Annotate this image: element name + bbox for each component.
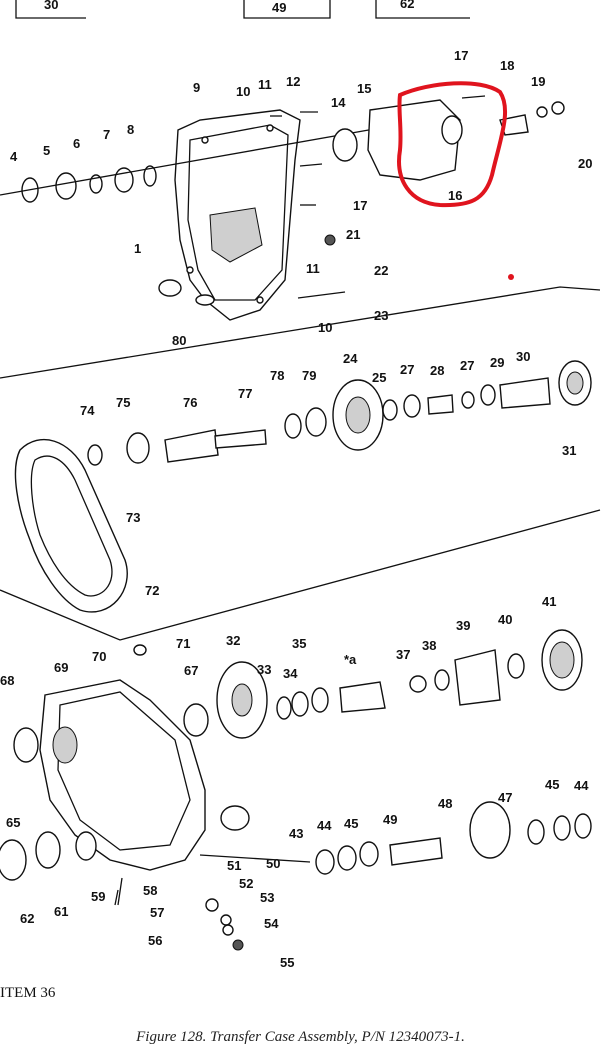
callout-54-65: 54 (264, 916, 279, 931)
header-box-3-text: 62 (400, 0, 414, 11)
callout-31-39: 31 (562, 443, 576, 458)
callout-4-11: 4 (10, 149, 18, 164)
callout-40-41: 40 (498, 612, 512, 627)
callout-50-67: 50 (266, 856, 280, 871)
header-box-1: 30 (15, 0, 86, 19)
callout-55-66: 55 (280, 955, 294, 970)
front-housing (174, 109, 301, 321)
callout-73-31: 73 (126, 510, 140, 525)
callout-43-68: 43 (289, 826, 303, 841)
callout-74-30: 74 (80, 403, 95, 418)
front-shaft-parts (0, 127, 381, 306)
rear-output-parts (270, 95, 565, 299)
callout-49-71: 49 (383, 812, 397, 827)
callout-57-60: 57 (150, 905, 164, 920)
callout-17-16: 17 (353, 198, 367, 213)
callout-28-35: 28 (430, 363, 444, 378)
callout-44-69: 44 (317, 818, 332, 833)
callout-51-62: 51 (227, 858, 241, 873)
callout-80-23: 80 (172, 333, 186, 348)
callout-35-46: 35 (292, 636, 306, 651)
callout-16-4: 16 (448, 188, 462, 203)
callout-69-53: 69 (54, 660, 68, 675)
red-dot (508, 274, 514, 280)
callout-75-29: 75 (116, 395, 130, 410)
callout-52-63: 52 (239, 876, 253, 891)
callout-7-14: 7 (103, 127, 110, 142)
callout-38-43: 38 (422, 638, 436, 653)
callout-58-59: 58 (143, 883, 157, 898)
header-box-2: 49 (243, 0, 331, 19)
header-box-2-text: 49 (272, 0, 286, 15)
callout-56-61: 56 (148, 933, 162, 948)
callout-48-72: 48 (438, 796, 452, 811)
callout-1-19: 1 (134, 241, 141, 256)
callout-17-0: 17 (454, 48, 468, 63)
callout-44-75: 44 (574, 778, 589, 793)
callout-29-37: 29 (490, 355, 504, 370)
callout-41-40: 41 (542, 594, 556, 609)
callout-24-24: 24 (343, 351, 358, 366)
callout-23-21: 23 (374, 308, 388, 323)
callout-32-49: 32 (226, 633, 240, 648)
callout-19-2: 19 (531, 74, 545, 89)
item-label: ITEM 36 (0, 985, 56, 1001)
callout-34-47: 34 (283, 666, 298, 681)
callout-27-36: 27 (460, 358, 474, 373)
callout-10-9: 10 (236, 84, 250, 99)
header-box-1-text: 30 (44, 0, 58, 12)
callout-15-5: 15 (357, 81, 371, 96)
callout-65-55: 65 (6, 815, 20, 830)
callout-76-28: 76 (183, 395, 197, 410)
callout-68-54: 68 (0, 673, 14, 688)
callout-72-32: 72 (145, 583, 159, 598)
callout-11-20: 11 (306, 261, 320, 276)
callout-8-15: 8 (127, 122, 134, 137)
figure-caption: Figure 128. Transfer Case Assembly, P/N … (136, 1029, 465, 1045)
callout-21-17: 21 (346, 227, 360, 242)
callout-71-50: 71 (176, 636, 190, 651)
rear-gear-parts (0, 629, 592, 951)
callout-25-33: 25 (372, 370, 386, 385)
callout-9-10: 9 (193, 80, 200, 95)
callout-10-22: 10 (318, 320, 332, 335)
callout-45-70: 45 (344, 816, 358, 831)
callout-70-51: 70 (92, 649, 106, 664)
drive-chain (14, 439, 128, 613)
callout-20-3: 20 (578, 156, 592, 171)
callout-62-56: 62 (20, 911, 34, 926)
callout-67-52: 67 (184, 663, 198, 678)
callout-6-13: 6 (73, 136, 80, 151)
callout-33-48: 33 (257, 662, 271, 677)
callout-79-26: 79 (302, 368, 316, 383)
callout-59-58: 59 (91, 889, 105, 904)
callout-18-1: 18 (500, 58, 514, 73)
callout-22-18: 22 (374, 263, 388, 278)
highlight-circle (397, 81, 508, 208)
callout-30-38: 30 (516, 349, 530, 364)
callout-14-6: 14 (331, 95, 346, 110)
callout-78-25: 78 (270, 368, 284, 383)
callout-47-73: 47 (498, 790, 512, 805)
callout-39-42: 39 (456, 618, 470, 633)
callout-5-12: 5 (43, 143, 50, 158)
callout-12-7: 12 (286, 74, 300, 89)
callout-27-34: 27 (400, 362, 414, 377)
callout-37-44: 37 (396, 647, 410, 662)
drive-shaft-parts (87, 360, 592, 466)
callout-61-57: 61 (54, 904, 68, 919)
rear-housing (39, 644, 206, 871)
callout-77-27: 77 (238, 386, 252, 401)
callout-a-45: *a (344, 652, 357, 667)
middle-panel-outline (0, 286, 601, 641)
header-box-3: 62 (375, 0, 470, 19)
callout-53-64: 53 (260, 890, 274, 905)
callout-11-8: 11 (258, 77, 272, 92)
callout-45-74: 45 (545, 777, 559, 792)
